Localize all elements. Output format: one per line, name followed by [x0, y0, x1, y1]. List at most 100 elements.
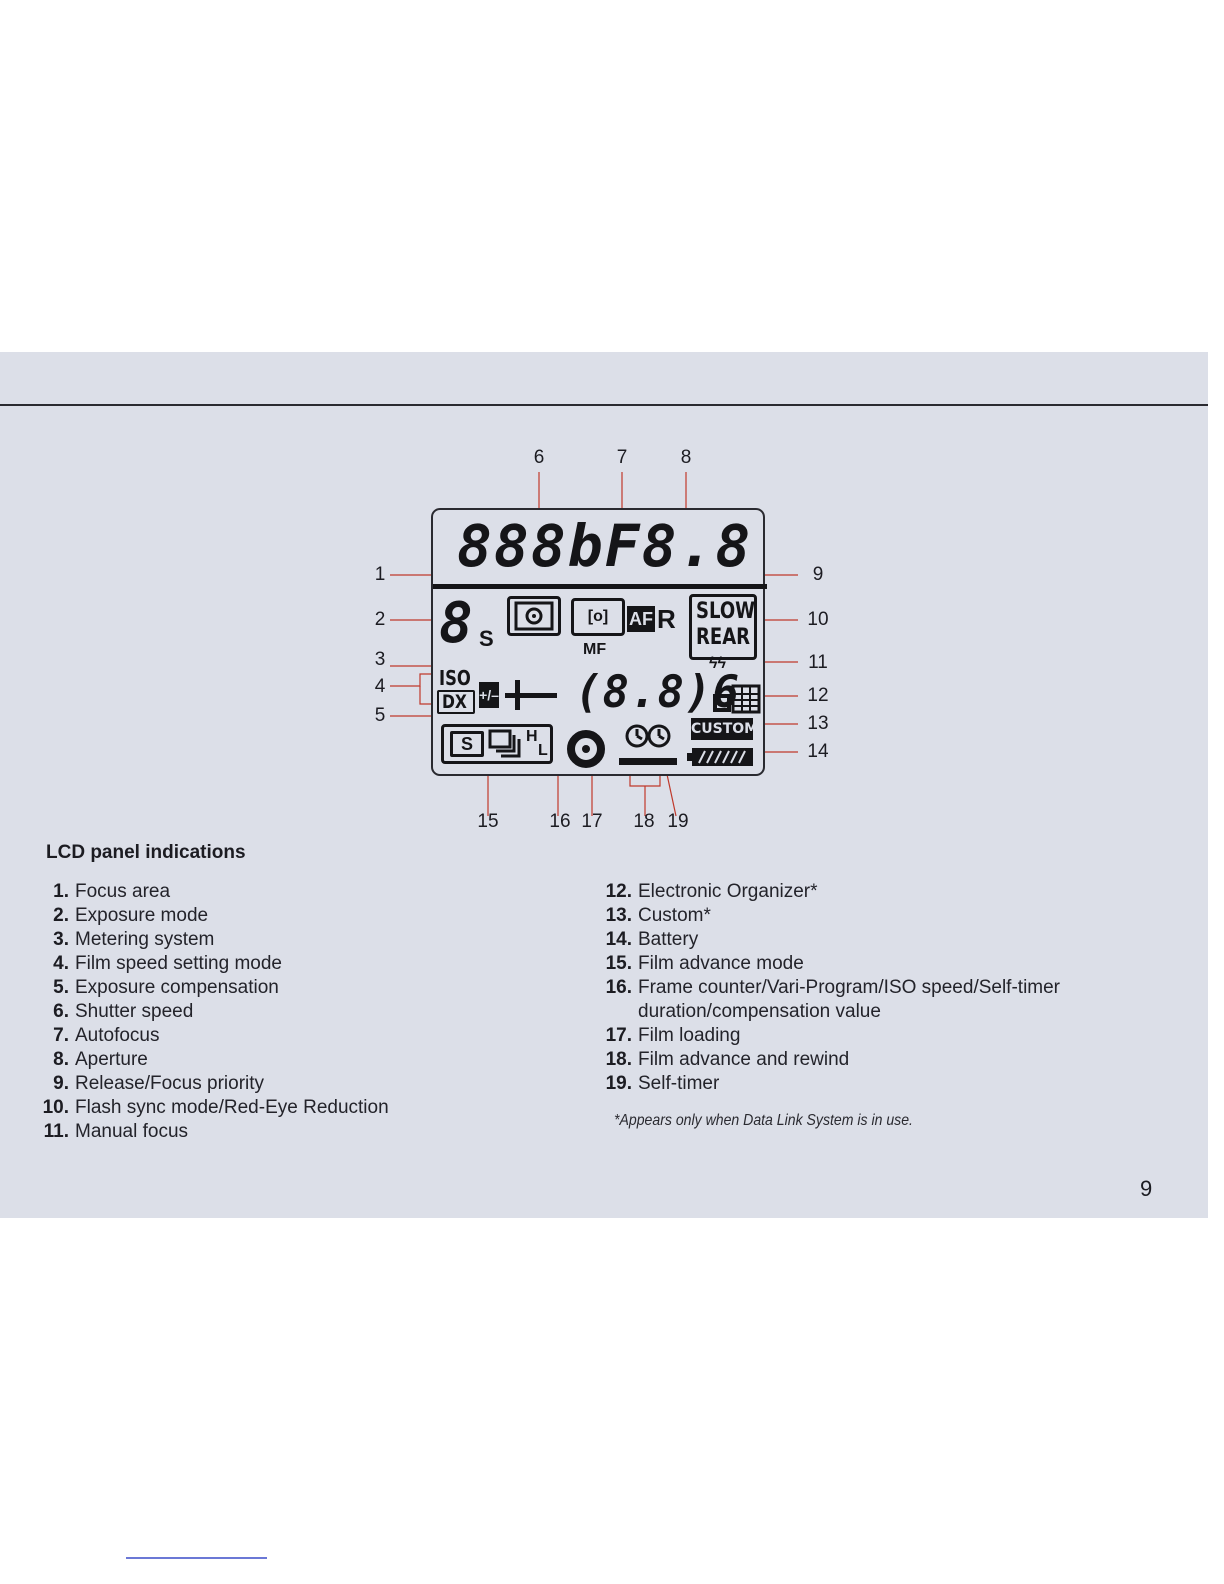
callout-8: 8	[680, 447, 692, 468]
flash-sync-box: SLOW REAR	[689, 594, 757, 660]
film-advance-s-label: S	[460, 734, 473, 754]
list-item: 5. Exposure compensation	[35, 976, 535, 1000]
list-item: 2. Exposure mode	[35, 904, 535, 928]
callout-14: 14	[807, 741, 829, 762]
item-number: 4.	[53, 953, 69, 974]
callout-3: 3	[374, 649, 386, 670]
footnote: *Appears only when Data Link System is i…	[614, 1112, 913, 1129]
film-advance-mode-box: S H L	[441, 724, 553, 764]
metering-system-box	[507, 596, 561, 636]
callout-line-4a	[390, 673, 436, 687]
lcd-panel: 888bF8.8 8 S [o] AF R SLOW	[431, 508, 767, 776]
list-item: 18. Film advance and rewind	[598, 1048, 1118, 1072]
shutter-aperture-digits: 888bF8.8	[457, 512, 753, 580]
item-number: 11.	[43, 1121, 69, 1142]
list-item: 16. Frame counter/Vari-Program/ISO speed/…	[598, 976, 1118, 1024]
item-number: 3.	[53, 929, 69, 950]
matrix-metering-icon	[514, 601, 554, 631]
item-text: Self-timer	[638, 1073, 720, 1094]
callout-5: 5	[374, 705, 386, 726]
film-advance-single-box: S	[450, 731, 484, 757]
callout-6: 6	[533, 447, 545, 468]
item-number: 19.	[605, 1073, 632, 1094]
callout-line-4b	[419, 686, 436, 705]
callout-7: 7	[616, 447, 628, 468]
lcd-divider	[433, 584, 767, 589]
item-number: 7.	[53, 1025, 69, 1046]
item-text: Battery	[638, 929, 699, 950]
callout-9: 9	[812, 564, 824, 585]
iso-label: ISO	[439, 666, 471, 690]
indication-list-right: 12.Electronic Organizer* 13.Custom* 14.B…	[598, 880, 1118, 1096]
item-number: 5.	[53, 977, 69, 998]
page-band: 6 7 8 1 9 2 10 3 11 4 12 5 13 14 15 16 1…	[0, 352, 1208, 1218]
item-number: 9.	[53, 1073, 69, 1094]
item-text: Exposure mode	[75, 905, 209, 926]
slow-label: SLOW	[696, 599, 756, 624]
section-title: LCD panel indications	[46, 842, 246, 863]
item-text: Focus area	[75, 881, 171, 902]
item-text: Release/Focus priority	[75, 1073, 265, 1094]
list-item: 6.Shutter speed	[35, 1000, 535, 1024]
item-text: Electronic Organizer*	[638, 881, 818, 902]
footer-link-underline	[126, 1557, 267, 1559]
callout-19: 19	[667, 811, 689, 832]
callout-10: 10	[807, 609, 829, 630]
frame-counter-digits: (8.8)6	[575, 667, 740, 718]
film-advance-l-label: L	[538, 742, 548, 759]
item-text: Film advance mode	[638, 953, 804, 974]
item-text: Film advance and rewind	[638, 1049, 850, 1070]
item-text: Flash sync mode/Red-Eye Reduction	[75, 1097, 389, 1118]
film-advance-h-label: H	[526, 728, 538, 745]
item-number: 2.	[53, 905, 69, 926]
list-item: 14. Battery	[598, 928, 1118, 952]
af-label: AF	[627, 606, 655, 632]
list-item: 4. Film speed setting mode	[35, 952, 535, 976]
list-item: 12. Electronic Organizer*	[598, 880, 1118, 904]
item-text: Exposure compensation	[75, 977, 279, 998]
list-item: 7. Autofocus	[35, 1024, 535, 1048]
item-number: 14.	[605, 929, 632, 950]
callout-11: 11	[808, 652, 828, 673]
callout-2: 2	[374, 609, 386, 630]
list-item: 19. Self-timer	[598, 1072, 1118, 1096]
mf-label: MF	[583, 641, 607, 658]
callout-17: 17	[581, 811, 603, 832]
focus-area-glyph: [o]	[587, 608, 609, 625]
item-text: Frame counter/Vari-Program/ISO speed/Sel…	[638, 977, 1061, 1022]
item-number: 17.	[605, 1025, 632, 1046]
item-number: 1.	[53, 881, 69, 902]
film-loading-icon	[567, 730, 605, 768]
list-item: 8.Aperture	[35, 1048, 535, 1072]
item-text: Shutter speed	[75, 1001, 194, 1022]
item-number: 16.	[605, 977, 632, 998]
item-text: Film loading	[638, 1025, 741, 1046]
flash-icon: ϟϟ	[709, 655, 726, 672]
electronic-organizer-icon	[713, 684, 761, 714]
indication-list-left: 1.Focus area 2.Exposure mode 3.Metering …	[35, 880, 535, 1144]
focus-area-box: [o]	[571, 598, 625, 636]
dx-box: DX	[437, 690, 475, 714]
release-priority-label: R	[657, 604, 676, 634]
item-number: 18.	[605, 1049, 632, 1070]
item-text: Custom*	[638, 905, 711, 926]
page-number: 9	[1140, 1176, 1153, 1201]
callout-18: 18	[633, 811, 655, 832]
list-item: 11.Manual focus	[35, 1120, 535, 1144]
custom-label: CUSTOM	[691, 718, 758, 740]
list-item: 1. Focus area	[35, 880, 535, 904]
top-rule	[0, 404, 1208, 406]
exposure-compensation-icon: +/–	[479, 682, 499, 708]
callout-12: 12	[807, 685, 829, 706]
rear-label: REAR	[696, 625, 751, 650]
callout-15: 15	[477, 811, 499, 832]
dx-label: DX	[442, 691, 467, 713]
film-advance-rewind-bar	[619, 758, 677, 765]
item-text: Film speed setting mode	[75, 953, 282, 974]
callout-4: 4	[374, 676, 386, 697]
exposure-mode-glyph: 8	[439, 591, 473, 656]
item-number: 12.	[605, 881, 632, 902]
list-item: 9. Release/Focus priority	[35, 1072, 535, 1096]
continuous-frames-icon	[488, 729, 521, 758]
item-text: Autofocus	[75, 1025, 160, 1046]
